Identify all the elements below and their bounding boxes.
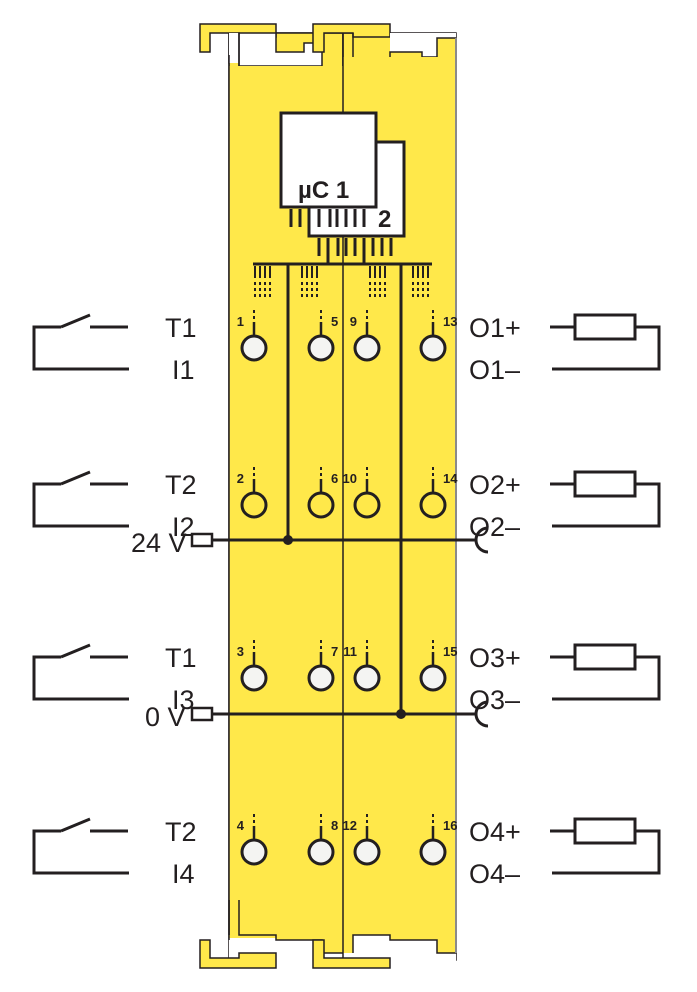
terminal-7 [307, 664, 335, 692]
microcontroller-chips: µC 1 2 [279, 111, 406, 263]
terminal-9 [353, 334, 381, 362]
output-minus-label: O2– [469, 512, 520, 542]
top-connector [199, 23, 456, 67]
load-wire-return [552, 655, 661, 701]
terminal-11 [353, 664, 381, 692]
chip-2-label: 2 [378, 206, 391, 233]
load-wire-return [552, 482, 661, 528]
bottom-connector [199, 900, 457, 992]
output-plus-label: O2+ [469, 470, 521, 500]
switch-wire [32, 482, 129, 528]
output-minus-label: O1– [469, 355, 520, 385]
terminal-16 [419, 838, 447, 866]
supply-24v-terminal [190, 532, 214, 548]
chip-1-label: µC 1 [298, 177, 349, 204]
terminal-number: 15 [443, 644, 457, 659]
load-wire-return [552, 829, 661, 875]
terminal-number: 3 [237, 644, 244, 659]
terminal-number: 6 [331, 471, 338, 486]
terminal-15 [419, 664, 447, 692]
switch-contact-icon [60, 643, 91, 659]
chip-1 [279, 111, 378, 209]
switch-contact-icon [60, 313, 91, 329]
terminal-number: 9 [350, 314, 357, 329]
switch-wire [32, 655, 129, 701]
test-output-label: T2 [165, 817, 197, 847]
terminal-3 [240, 664, 268, 692]
terminal-number: 11 [343, 644, 357, 659]
supply-24v-label: 24 V [131, 528, 187, 558]
load-resistor-icon [573, 643, 637, 671]
load-wire-return [552, 325, 661, 371]
terminal-number: 7 [331, 644, 338, 659]
terminal-5 [307, 334, 335, 362]
output-channel: O2+O2– [469, 470, 661, 542]
terminal-number: 2 [237, 471, 244, 486]
output-plus-label: O4+ [469, 817, 521, 847]
test-output-label: T1 [165, 643, 197, 673]
terminal-number: 14 [443, 471, 458, 486]
terminal-2 [240, 491, 268, 519]
terminal-number: 16 [443, 818, 457, 833]
test-output-label: T1 [165, 313, 197, 343]
bus-taps [254, 266, 429, 300]
terminal-13 [419, 334, 447, 362]
terminal-8 [307, 838, 335, 866]
switch-contact-icon [60, 817, 91, 833]
junction-0v [396, 709, 406, 719]
terminal-4 [240, 838, 268, 866]
switch-wire [32, 325, 129, 371]
internal-bus [253, 262, 432, 714]
terminal-number: 10 [343, 471, 357, 486]
switch-wire [32, 829, 129, 875]
output-channel: O4+O4– [469, 817, 661, 889]
load-resistor-icon [573, 313, 637, 341]
output-channels: O1+O1–O2+O2–O3+O3–O4+O4– [469, 313, 661, 889]
terminal-14 [419, 491, 447, 519]
output-minus-label: O3– [469, 685, 520, 715]
input-label: I2 [172, 512, 195, 542]
terminal-number: 12 [343, 818, 357, 833]
load-resistor-icon [573, 470, 637, 498]
output-channel: O3+O3– [469, 643, 661, 715]
terminal-6 [307, 491, 335, 519]
terminal-number: 13 [443, 314, 457, 329]
input-label: I1 [172, 355, 195, 385]
terminal-number: 4 [237, 818, 245, 833]
output-plus-label: O1+ [469, 313, 521, 343]
terminal-number: 5 [331, 314, 338, 329]
test-output-label: T2 [165, 470, 197, 500]
output-channel: O1+O1– [469, 313, 661, 385]
supply-0v-terminal [190, 706, 214, 722]
junction-24v [283, 535, 293, 545]
supply-0v-label: 0 V [145, 702, 186, 732]
input-label: I3 [172, 685, 195, 715]
terminal-number: 8 [331, 818, 338, 833]
supply-lines [212, 526, 489, 728]
terminal-1 [240, 334, 268, 362]
load-resistor-icon [573, 817, 637, 845]
output-plus-label: O3+ [469, 643, 521, 673]
input-label: I4 [172, 859, 195, 889]
terminal-number: 1 [237, 314, 244, 329]
terminal-12 [353, 838, 381, 866]
output-minus-label: O4– [469, 859, 520, 889]
terminal-10 [353, 491, 381, 519]
switch-contact-icon [60, 470, 91, 486]
